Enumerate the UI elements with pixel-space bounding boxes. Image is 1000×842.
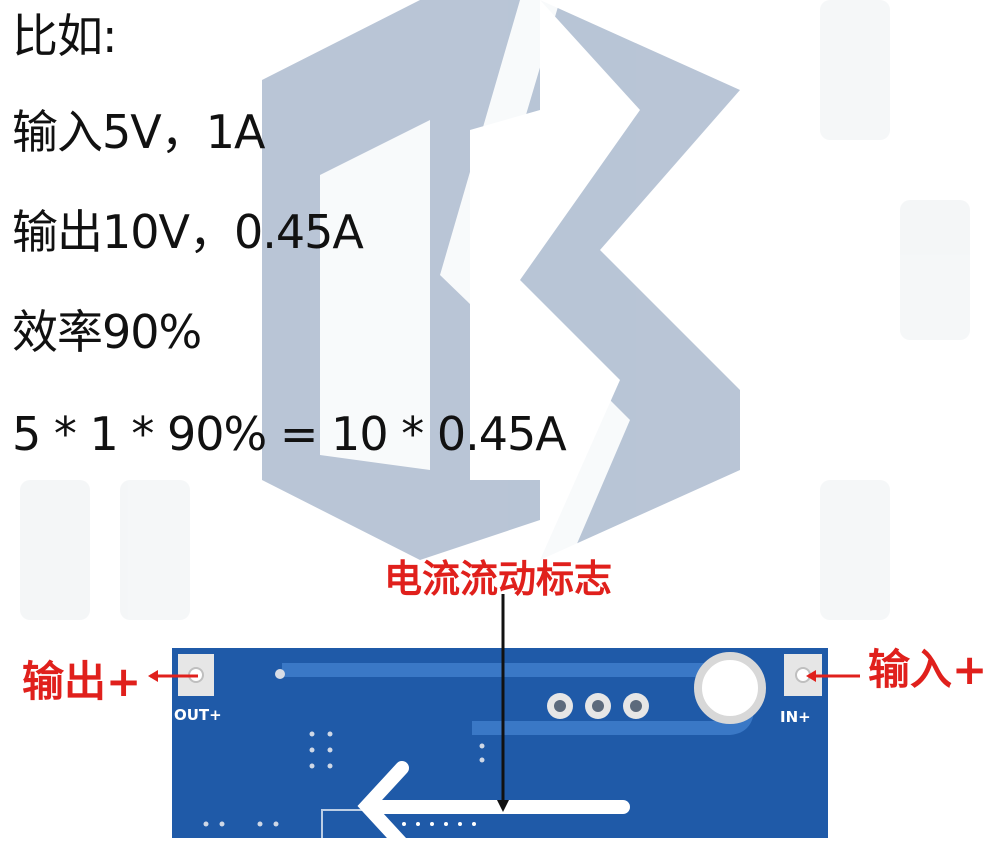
- in-plus-silkscreen: IN+: [780, 708, 811, 726]
- output-plus-label: 输出+: [22, 657, 142, 706]
- line-efficiency: 效率90%: [12, 305, 202, 359]
- line-output-spec: 输出10V，0.45A: [12, 205, 364, 259]
- line-example-label: 比如:: [12, 9, 117, 63]
- flow-indicator-label: 电流流动标志: [384, 557, 613, 601]
- line-input-spec: 输入5V，1A: [12, 105, 265, 159]
- line-equation: 5 * 1 * 90% = 10 * 0.45A: [12, 407, 567, 461]
- out-plus-silkscreen: OUT+: [174, 706, 222, 724]
- pcb-board: OUT+ IN+: [172, 648, 828, 842]
- input-plus-label: 输入+: [868, 645, 988, 694]
